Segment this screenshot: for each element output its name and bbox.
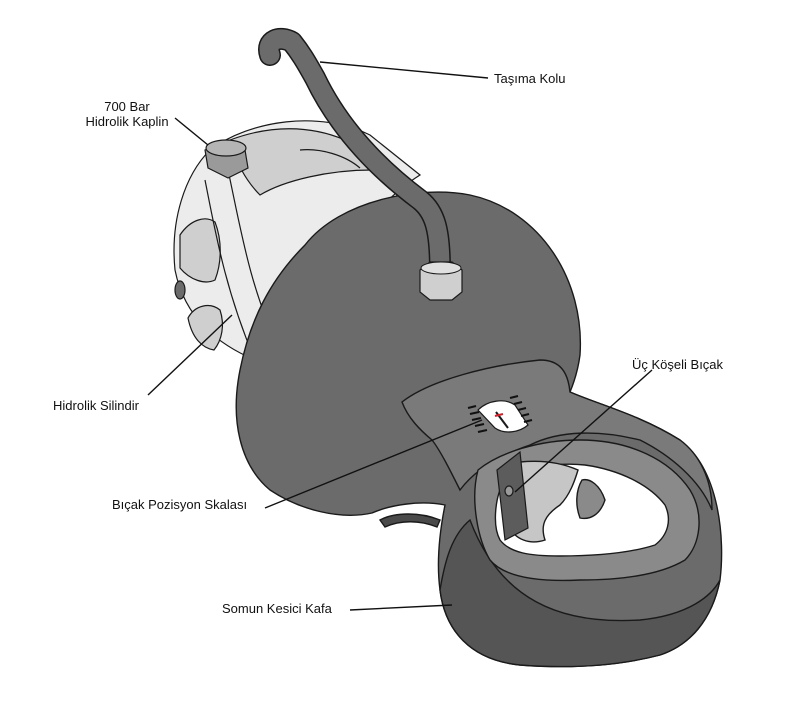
carry-handle [258,27,463,301]
label-handle: Taşıma Kolu [494,71,566,86]
leader-handle [319,61,489,79]
leader-cylinder [147,314,233,396]
label-coupling: 700 Bar Hidrolik Kaplin [52,99,202,129]
tool-body [235,191,723,668]
leader-lines [147,61,653,611]
hydraulic-cylinder [173,120,422,361]
label-cylinder: Hidrolik Silindir [53,398,139,413]
leader-coupling [174,117,209,146]
label-coupling-line1: 700 Bar [104,99,150,114]
label-head: Somun Kesici Kafa [222,601,332,616]
hydraulic-coupling [204,139,249,179]
label-blade: Üç Köşeli Bıçak [632,357,724,372]
leader-scale [264,419,483,509]
leader-blade [514,369,653,493]
leader-head [349,604,453,611]
label-coupling-line2: Hidrolik Kaplin [85,114,169,129]
blade-position-scale [467,395,533,433]
triangular-blade [496,450,529,541]
label-scale: Bıçak Pozisyon Skalası [112,497,248,512]
